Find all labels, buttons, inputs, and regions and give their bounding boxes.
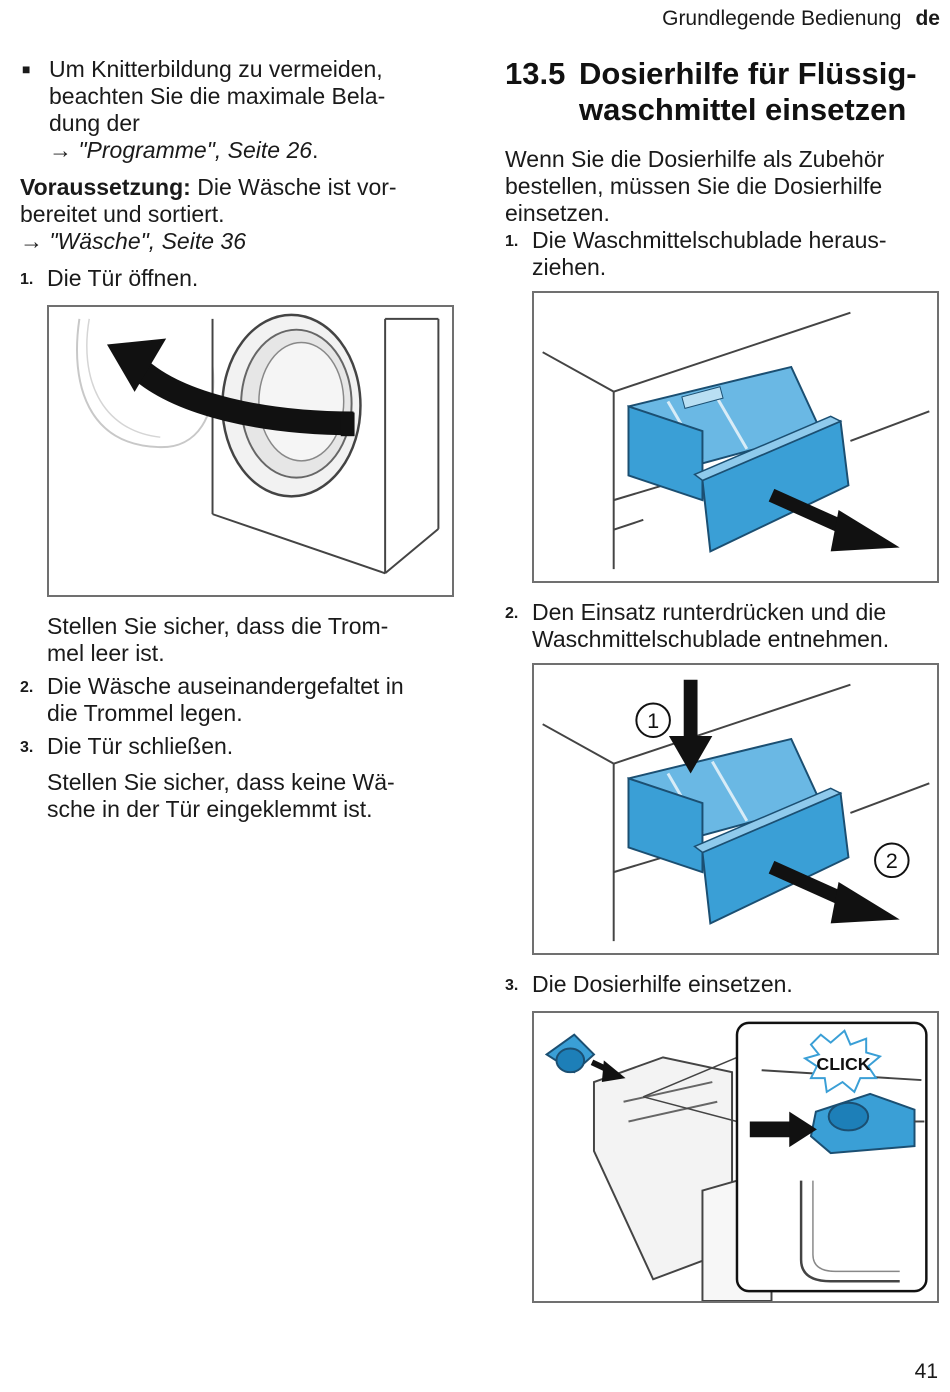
section-title-line: waschmittel einsetzen [579,92,907,127]
prerequisite: Voraussetzung: Die Wäsche ist vor- [20,174,455,201]
step-text: Die Dosierhilfe einsetzen. [532,971,793,997]
step-note: Stellen Sie sicher, dass die Trom- mel l… [20,613,455,667]
dosing-aid-illustration: CLICK [544,1021,928,1301]
bullet-line: beachten Sie die maximale Bela- [49,83,386,109]
cross-reference-link[interactable]: → "Wäsche", Seite 36 [20,228,246,254]
step-text: Waschmittelschublade entnehmen. [532,626,890,652]
intro-line: Wenn Sie die Dosierhilfe als Zubehör [505,146,885,172]
step-item: 2. Den Einsatz runterdrücken und die Was… [505,599,945,653]
dosing-aid-figure: CLICK [532,1011,939,1303]
step-number: 3. [20,739,34,756]
bullet-line: dung der [49,110,140,136]
prerequisite-text: bereitet und sortiert. [20,201,225,227]
page-number: 41 [914,1360,938,1383]
step-item: 1. Die Tür öffnen. [20,265,455,295]
callout-2: 2 [886,848,898,873]
bullet-item: ■ Um Knitterbildung zu vermeiden, beacht… [20,56,455,164]
step-number: 2. [505,605,519,622]
drawer-pull-illustration [542,311,930,570]
step-text: Den Einsatz runterdrücken und die [532,599,887,625]
square-bullet-icon: ■ [22,61,31,77]
callout-1: 1 [647,708,659,733]
step-text: Die Wäsche auseinandergefaltet in [47,673,404,699]
note-line: Stellen Sie sicher, dass die Trom- [47,613,389,639]
prerequisite-label: Voraussetzung: [20,174,191,200]
step-item: 2. Die Wäsche auseinandergefaltet in die… [20,673,455,727]
step-text: die Trommel legen. [47,700,243,726]
door-opening-illustration [76,313,440,575]
intro-paragraph: Wenn Sie die Dosierhilfe als Zubehör bes… [505,146,945,227]
step-text: Die Waschmittelschublade heraus- [532,227,887,253]
cross-reference-link[interactable]: → "Programme", Seite 26 [49,137,313,163]
section-heading: 13.5 Dosierhilfe für Flüssig- waschmitte… [505,56,945,128]
step-item: 3. Die Dosierhilfe einsetzen. [505,971,945,1001]
left-column: ■ Um Knitterbildung zu vermeiden, beacht… [20,56,455,823]
section-title-line: Dosierhilfe für Flüssig- [579,56,917,91]
step-item: 1. Die Waschmittelschublade heraus- zieh… [505,227,945,281]
drawer-pull-figure [532,291,939,583]
step-number: 2. [20,679,34,696]
prerequisite-text: Die Wäsche ist vor- [190,174,397,200]
step-text: ziehen. [532,254,607,280]
header-section-title: Grundlegende Bedienung [662,7,902,30]
running-header: Grundlegende Bedienung de [662,7,940,31]
note-line: mel leer ist. [47,640,165,666]
door-opening-figure [47,305,454,597]
step-note: Stellen Sie sicher, dass keine Wä- sche … [20,769,455,823]
step-text: Die Tür schließen. [47,733,234,759]
step-item: 3. Die Tür schließen. [20,733,455,763]
intro-line: bestellen, müssen Sie die Dosierhilfe [505,173,883,199]
click-label: CLICK [816,1054,870,1074]
drawer-remove-illustration: 1 2 [542,679,930,942]
drawer-remove-figure: 1 2 [532,663,939,955]
sentence-end: . [312,137,319,163]
section-number: 13.5 [505,56,566,91]
step-number: 1. [20,271,34,288]
step-number: 1. [505,233,519,250]
note-line: sche in der Tür eingeklemmt ist. [47,796,373,822]
intro-line: einsetzen. [505,200,610,226]
language-code: de [915,7,940,30]
bullet-line: Um Knitterbildung zu vermeiden, [49,56,383,82]
right-column: 13.5 Dosierhilfe für Flüssig- waschmitte… [505,56,945,1303]
step-number: 3. [505,977,519,994]
note-line: Stellen Sie sicher, dass keine Wä- [47,769,395,795]
step-text: Die Tür öffnen. [47,265,199,291]
